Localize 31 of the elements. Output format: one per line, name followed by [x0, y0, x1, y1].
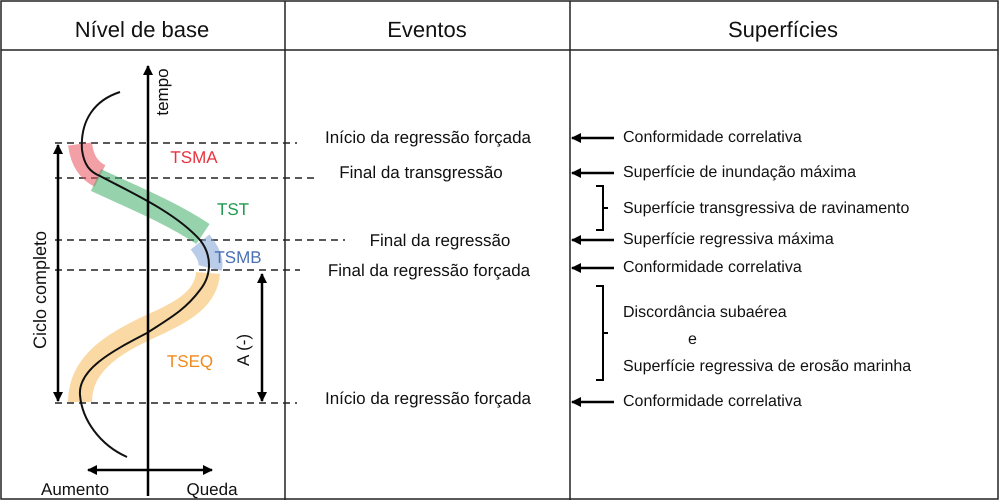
tract-label: TST — [216, 200, 250, 220]
tract-label: TSMA — [170, 148, 218, 168]
column-header: Nível de base — [74, 20, 210, 40]
arrow — [571, 235, 614, 245]
tract-label: TSMB — [214, 248, 262, 268]
column-header: Eventos — [387, 20, 467, 40]
event-text: Início da regressão forçada — [325, 389, 531, 409]
arrow — [571, 168, 614, 178]
surface-text: Conformidade correlativa — [623, 258, 802, 278]
arrow — [571, 397, 614, 407]
tract-label: TSEQ — [166, 352, 214, 372]
surface-text: Superfície regressiva de erosão marinha — [623, 357, 912, 377]
surface-text: Conformidade correlativa — [623, 128, 802, 148]
event-text: Final da regressão — [370, 231, 510, 251]
surface-text: Superfície transgressiva de ravinamento — [623, 199, 910, 219]
event-text: Final da transgressão — [339, 163, 503, 183]
dimension-label: Ciclo completo — [30, 230, 50, 350]
surface-text: Conformidade correlativa — [623, 392, 802, 412]
surface-text: Superfície regressiva máxima — [623, 230, 834, 250]
surface-text: Superfície de inundação máxima — [623, 163, 856, 183]
dimension-label: A (-) — [234, 334, 254, 366]
axis-label: Queda — [186, 480, 238, 500]
arrow — [571, 133, 614, 143]
axis-label: tempo — [153, 68, 173, 116]
column-header: Superfícies — [728, 20, 838, 40]
axis-label: Aumento — [40, 480, 110, 500]
arrow — [571, 263, 614, 273]
surface-text: Discordância subaérea — [623, 303, 787, 323]
surface-text: e — [688, 330, 697, 350]
event-text: Início da regressão forçada — [325, 128, 531, 148]
event-text: Final da regressão forçada — [328, 261, 530, 281]
